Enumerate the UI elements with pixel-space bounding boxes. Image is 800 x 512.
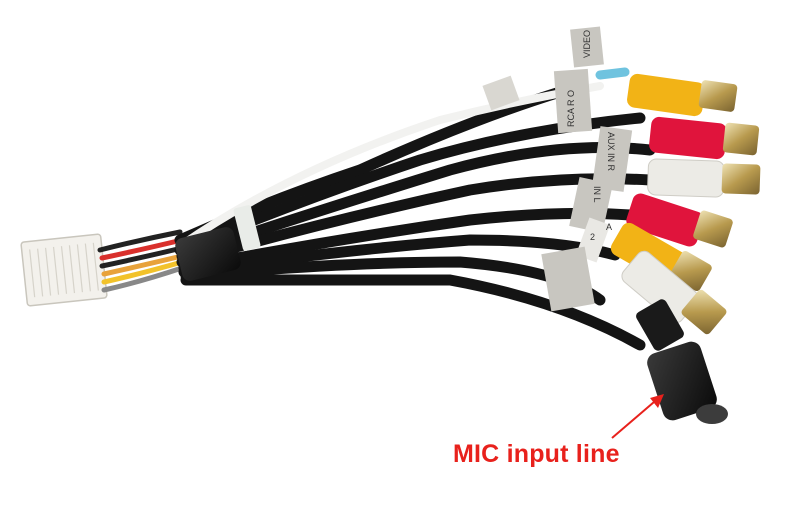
mic-jack-connector xyxy=(636,299,728,424)
tag-a: A xyxy=(606,222,612,232)
tag-rca-r: RCA R O xyxy=(566,90,576,127)
red-arrow xyxy=(611,394,664,439)
tag-video: VIDEO xyxy=(582,30,592,58)
rca-yellow-top xyxy=(627,73,738,117)
rca-white-top xyxy=(647,158,761,198)
mic-input-line-caption: MIC input line xyxy=(453,440,620,468)
colored-wires xyxy=(97,229,185,293)
rca-white-bottom xyxy=(621,250,727,335)
tag-2: 2 xyxy=(590,232,595,242)
heatshrink-sleeve xyxy=(175,205,261,281)
rca-red-bottom xyxy=(626,193,733,248)
tag-aux-in-l: IN L xyxy=(592,186,602,203)
label-tags: VIDEO RCA R O AUX IN R IN L 2 A xyxy=(482,26,633,312)
multi-pin-connector xyxy=(20,233,108,307)
tag-aux-in-r: AUX IN R xyxy=(606,132,616,172)
rca-red-top xyxy=(649,116,760,160)
